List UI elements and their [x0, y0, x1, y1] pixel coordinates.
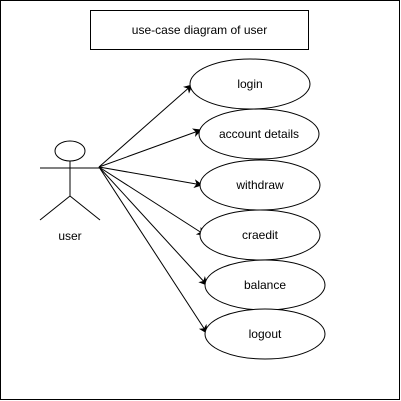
associations — [98, 84, 208, 334]
use-case-label: balance — [244, 278, 286, 292]
use-case-login: login — [189, 58, 311, 110]
use-case-balance: balance — [204, 259, 326, 311]
association-logout — [98, 166, 208, 334]
association-login — [98, 84, 193, 168]
use-case-withdraw: withdraw — [199, 159, 321, 211]
actor-label: user — [58, 229, 81, 243]
use-case-label: withdraw — [235, 178, 284, 192]
diagram-title: use-case diagram of user — [132, 23, 267, 37]
use-case-account-details: account details — [198, 108, 320, 160]
use-case-label: login — [237, 77, 262, 91]
use-case-label: logout — [249, 327, 282, 341]
use-case-label: craedit — [242, 228, 279, 242]
association-account-details — [98, 128, 202, 168]
association-withdraw — [98, 166, 203, 189]
use-case-craedit: craedit — [199, 209, 321, 261]
title-frame — [90, 10, 309, 50]
association-balance — [98, 166, 208, 286]
association-craedit — [98, 166, 206, 236]
actor-user: user — [39, 140, 101, 243]
use-case-logout: logout — [204, 308, 326, 360]
use-case-label: account details — [219, 127, 299, 141]
stick-figure-actor-icon — [39, 140, 101, 221]
title-box: use-case diagram of user — [90, 10, 309, 50]
